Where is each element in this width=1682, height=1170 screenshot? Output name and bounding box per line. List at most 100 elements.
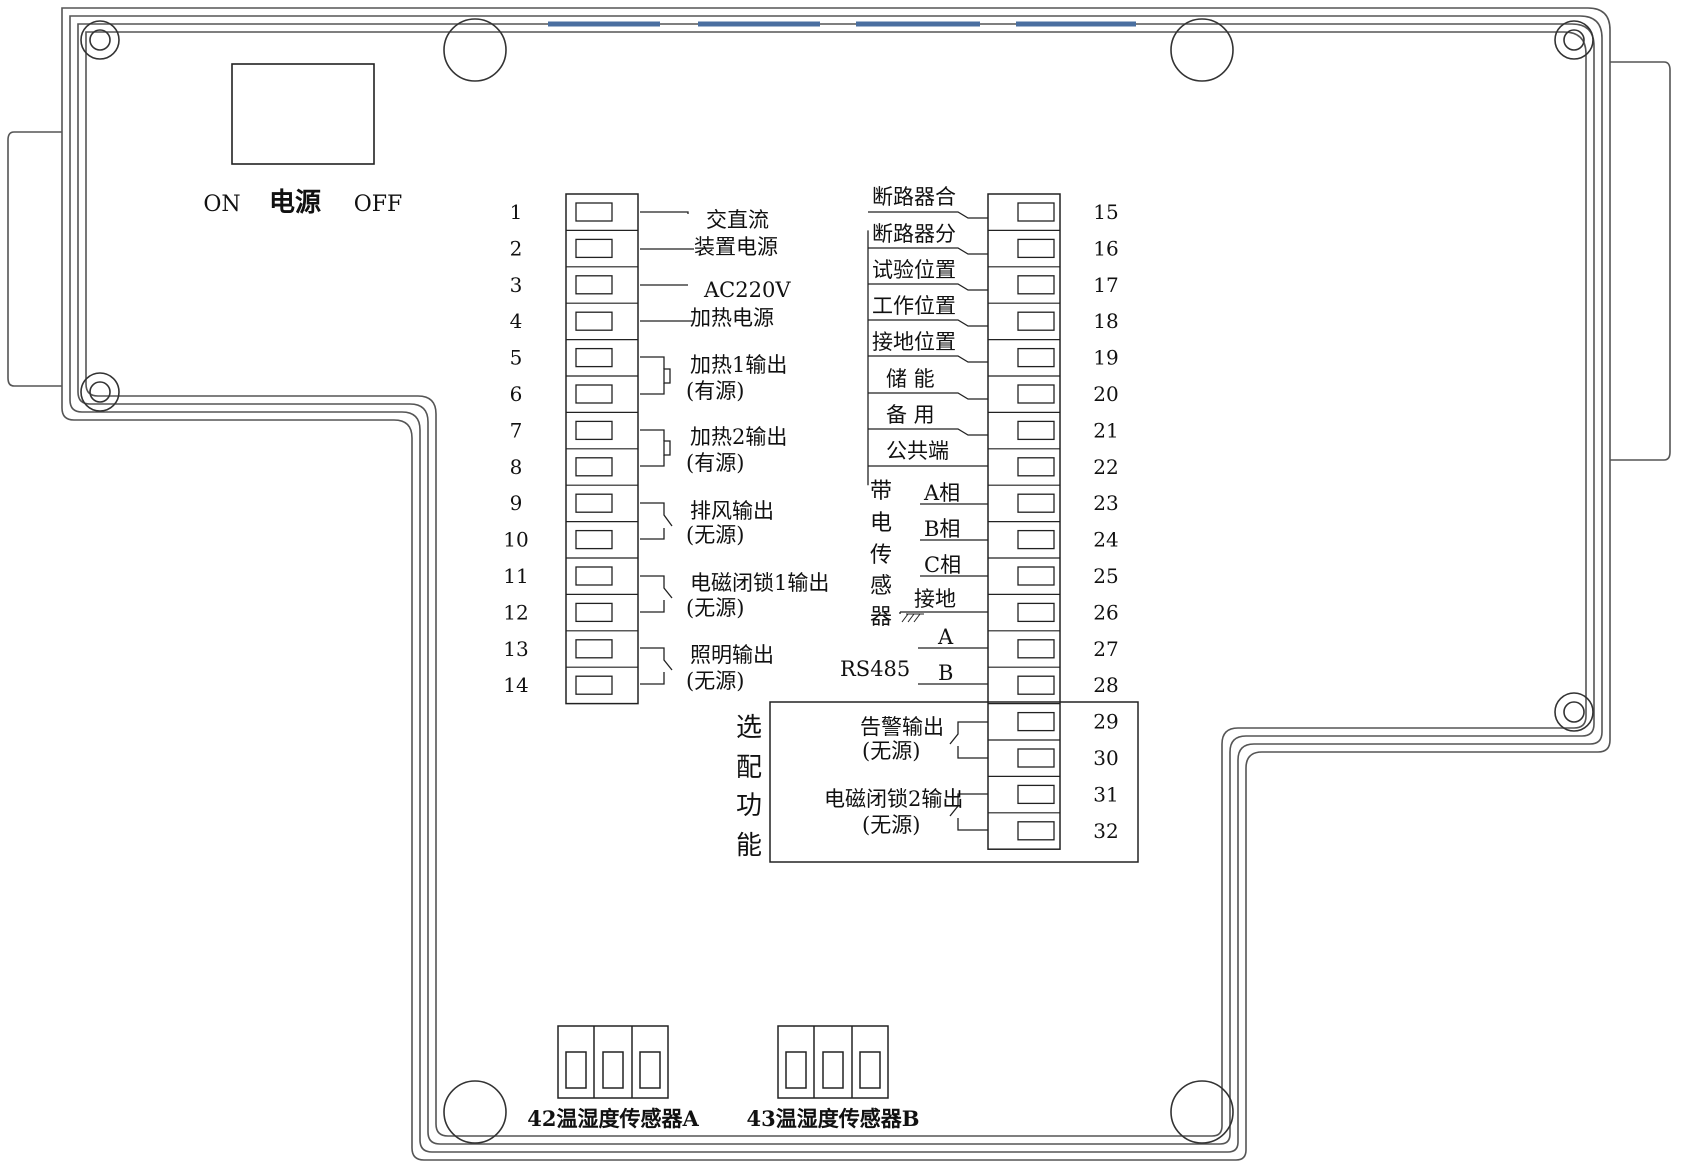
terminal-slot[interactable] [575, 457, 613, 477]
live-sensor-char: 电 [870, 511, 892, 536]
terminal-number: 26 [1093, 600, 1118, 624]
terminal-slot[interactable] [575, 420, 613, 441]
terminal-slot[interactable] [1017, 238, 1055, 259]
terminal-number: 23 [1093, 491, 1118, 515]
label-common: 公共端 [886, 439, 949, 463]
label-light-out: 照明输出 [690, 643, 774, 667]
switch-on-label: ON [203, 192, 240, 217]
label-lock1-src: (无源) [686, 596, 744, 620]
terminal-number: 24 [1093, 528, 1118, 552]
label-lock2-src: (无源) [862, 813, 920, 837]
sensor-b-label: 43温湿度传感器B [747, 1106, 920, 1131]
terminal-slot[interactable] [575, 311, 613, 331]
live-sensor-char: 感 [870, 574, 892, 599]
terminal-slot[interactable] [575, 238, 613, 259]
terminal-slot[interactable] [1017, 602, 1055, 623]
terminal-slot[interactable] [1017, 275, 1055, 295]
terminal-slot[interactable] [575, 493, 613, 513]
terminal-number: 29 [1093, 710, 1118, 734]
terminal-slot[interactable] [575, 602, 613, 623]
terminal-slot[interactable] [575, 639, 613, 659]
terminal-number: 1 [510, 200, 523, 224]
label-ac220v: AC220V [703, 278, 791, 302]
label-device-power: 装置电源 [694, 235, 778, 259]
live-sensor-char: 带 [870, 479, 892, 504]
terminal-number: 3 [510, 273, 523, 297]
label-work-position: 工作位置 [872, 294, 956, 318]
label-heat-power: 加热电源 [690, 306, 774, 330]
side-tabs [7, 61, 1671, 461]
live-sensor-char: 传 [870, 543, 892, 568]
terminal-number: 10 [503, 528, 528, 552]
terminal-slot[interactable] [575, 566, 613, 586]
terminal-number: 5 [510, 346, 523, 370]
label-fan-src: (无源) [686, 523, 744, 547]
label-breaker-open: 断路器分 [872, 222, 956, 246]
terminal-slot[interactable] [1017, 529, 1055, 550]
terminal-slot[interactable] [1017, 566, 1055, 586]
left-leader-lines [640, 211, 694, 685]
terminal-number: 25 [1093, 564, 1118, 588]
label-fan-out: 排风输出 [690, 499, 774, 523]
sensor-a-label: 42温湿度传感器A [527, 1106, 699, 1131]
terminal-slot[interactable] [575, 529, 613, 550]
terminal-number: 11 [503, 564, 528, 588]
right-terminal-labels: 断路器合 断路器分 试验位置 工作位置 接地位置 储 能 备 用 公共端 A相 … [840, 185, 961, 685]
terminal-slot[interactable] [1017, 711, 1055, 732]
terminal-slot[interactable] [1017, 384, 1055, 404]
power-switch[interactable] [231, 63, 375, 165]
terminal-number: 32 [1093, 819, 1118, 843]
label-alarm-src: (无源) [862, 739, 920, 763]
terminal-slot[interactable] [1017, 202, 1055, 222]
terminal-slot[interactable] [575, 384, 613, 404]
optional-char: 选 [736, 713, 762, 743]
right-leader-lines [868, 211, 988, 831]
left-terminal-labels: 交直流 装置电源 AC220V 加热电源 加热1输出 (有源) 加热2输出 (有… [686, 208, 829, 693]
terminal-slot[interactable] [1017, 493, 1055, 513]
label-heat2-src: (有源) [686, 451, 744, 475]
label-heat2-out: 加热2输出 [690, 425, 787, 449]
label-lock1-out: 电磁闭锁1输出 [690, 571, 829, 595]
terminal-slot[interactable] [1017, 821, 1055, 841]
terminal-number: 15 [1093, 200, 1118, 224]
terminal-number: 28 [1093, 673, 1118, 697]
label-energy-storage: 储 能 [886, 367, 935, 391]
terminal-slot[interactable] [575, 275, 613, 295]
terminal-slot[interactable] [1017, 311, 1055, 331]
terminal-slot[interactable] [1017, 457, 1055, 477]
standoff-circles [443, 18, 1234, 1144]
label-ground-position: 接地位置 [872, 330, 956, 354]
terminal-slot[interactable] [1017, 639, 1055, 659]
terminal-number: 30 [1093, 746, 1118, 770]
terminal-number: 4 [510, 309, 523, 333]
terminal-slot[interactable] [1017, 748, 1055, 768]
terminal-number: 6 [510, 382, 523, 406]
terminal-number: 12 [503, 600, 528, 624]
live-sensor-label: 带 电 传 感 器 [870, 479, 892, 630]
terminal-number: 8 [510, 455, 523, 479]
sensor-a-connector[interactable] [557, 1025, 669, 1099]
terminal-number: 9 [510, 491, 523, 515]
label-acdc: 交直流 [706, 208, 769, 232]
label-alarm-out: 告警输出 [860, 715, 944, 739]
terminal-slot[interactable] [1017, 784, 1055, 805]
terminal-slot[interactable] [1017, 420, 1055, 441]
label-rs485: RS485 [840, 657, 910, 681]
optional-labels: 告警输出 (无源) 电磁闭锁2输出 (无源) [824, 715, 963, 837]
terminal-slot[interactable] [575, 202, 613, 222]
optional-function-box [769, 701, 1139, 863]
terminal-number: 22 [1093, 455, 1118, 479]
terminal-slot[interactable] [1017, 675, 1055, 695]
terminal-number: 18 [1093, 309, 1118, 333]
screw-holes [80, 20, 1594, 732]
label-spare: 备 用 [886, 403, 935, 427]
sensor-b-connector[interactable] [777, 1025, 889, 1099]
terminal-number: 14 [503, 673, 528, 697]
terminal-slot[interactable] [575, 347, 613, 368]
label-phase-c: C相 [924, 553, 961, 577]
terminal-slot[interactable] [1017, 347, 1055, 368]
terminal-number: 27 [1093, 637, 1118, 661]
terminal-number: 19 [1093, 346, 1118, 370]
terminal-slot[interactable] [575, 675, 613, 695]
